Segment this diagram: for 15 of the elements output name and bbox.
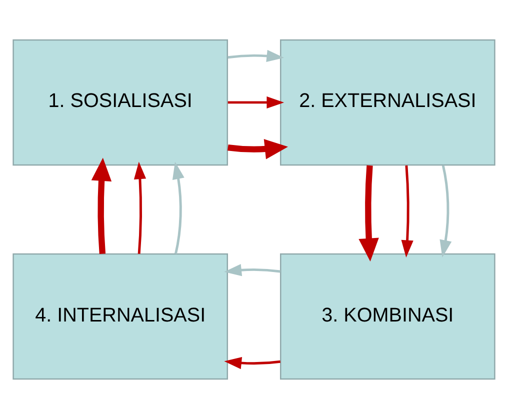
node-box: 1. SOSIALISASI — [12, 38, 228, 166]
node-box: 4. INTERNALISASI — [12, 252, 228, 380]
node-box: 2. EXTERNALISASI — [280, 38, 496, 166]
arrow — [440, 164, 452, 257]
arrow — [134, 161, 146, 254]
arrow — [228, 96, 284, 108]
arrow — [228, 49, 284, 62]
arrow — [358, 164, 379, 262]
arrow — [228, 138, 288, 159]
arrow — [91, 157, 112, 254]
arrow — [401, 164, 414, 258]
node-box: 3. KOMBINASI — [280, 252, 496, 380]
arrow — [224, 264, 280, 276]
arrow — [224, 356, 280, 369]
arrow — [172, 161, 184, 254]
